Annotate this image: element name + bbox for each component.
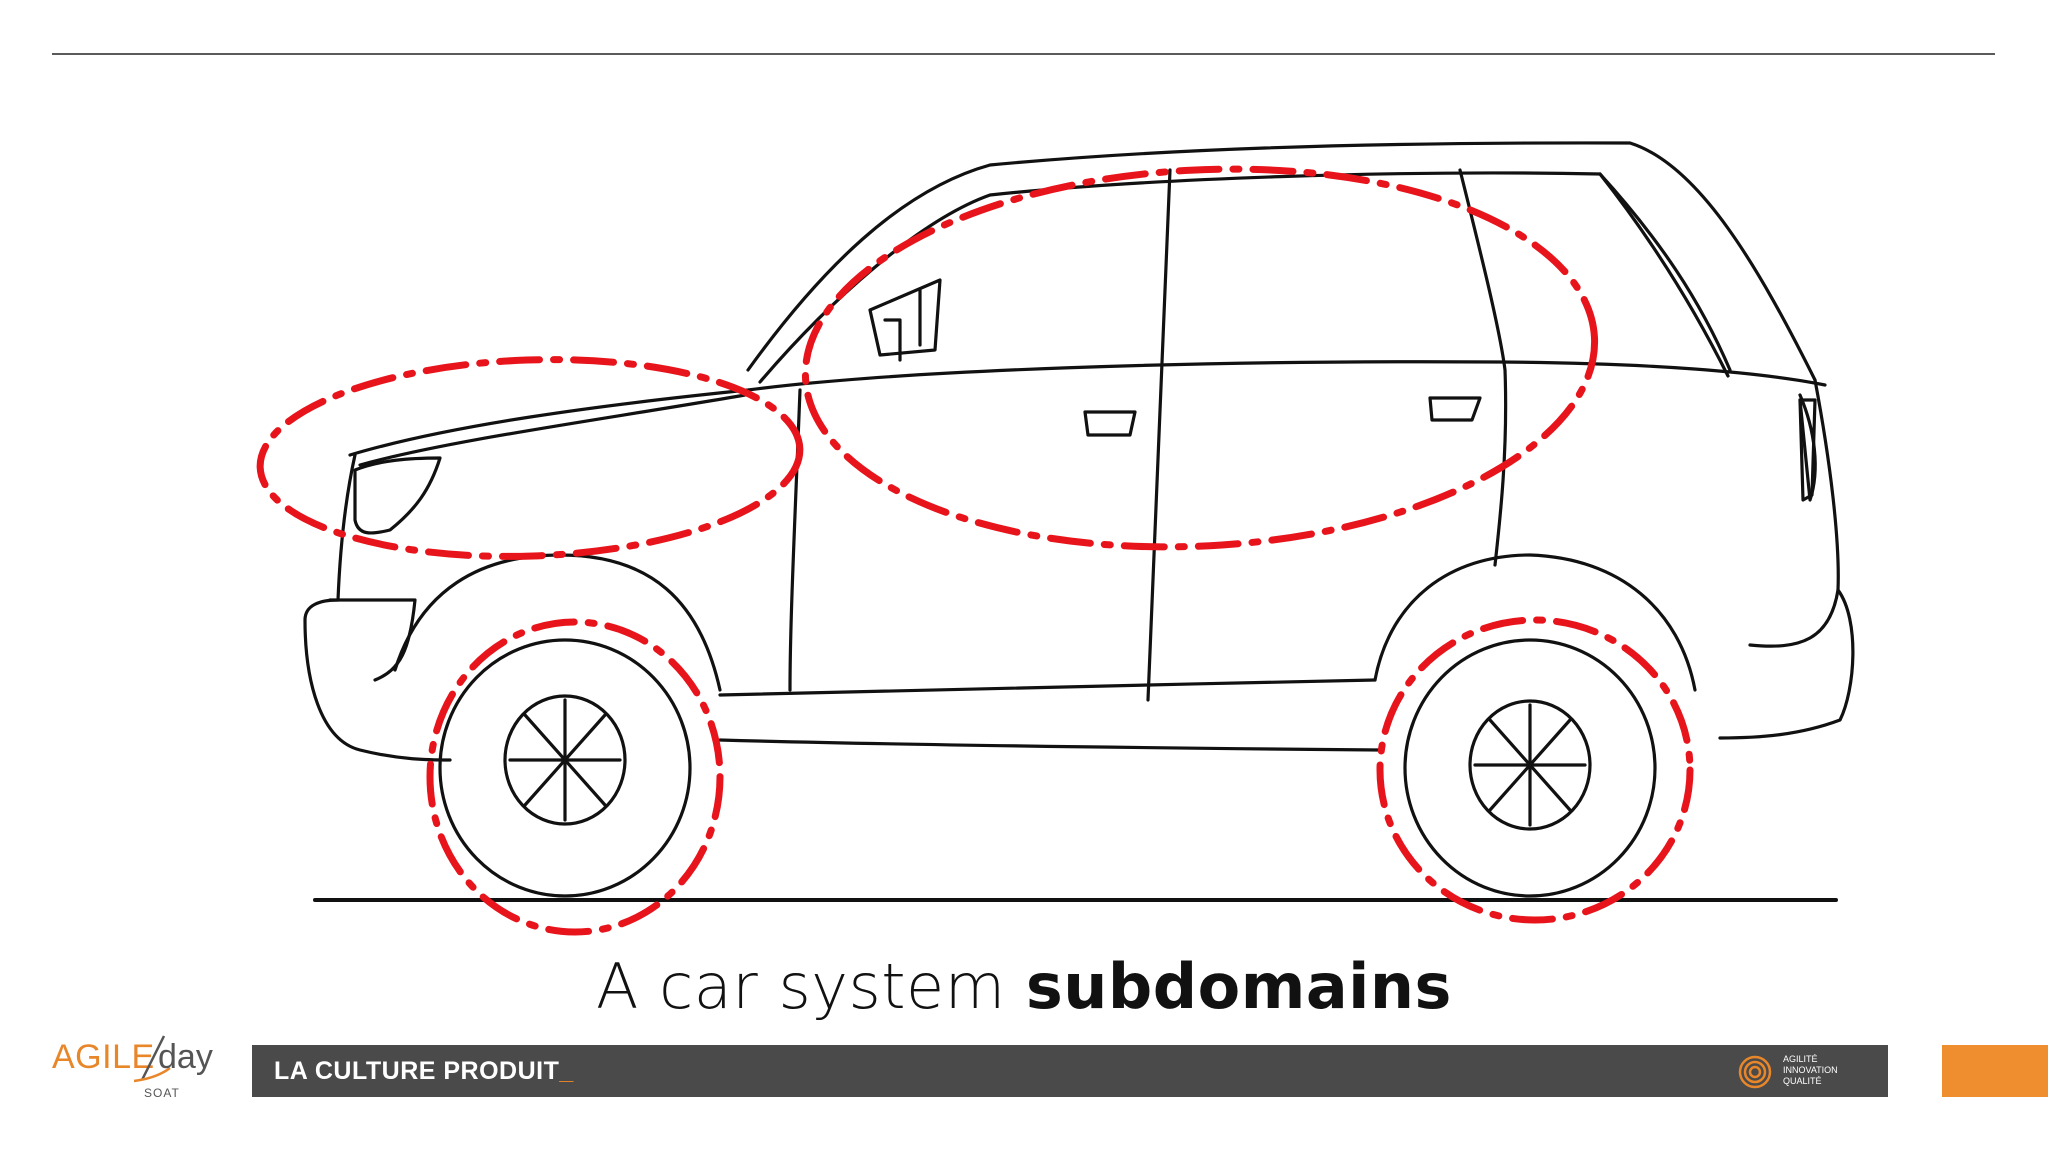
- quality-badge: AGILITÉ INNOVATION QUALITÉ: [1738, 1051, 1868, 1091]
- logo-agile-text: AGILE: [52, 1038, 155, 1076]
- accent-block: [1942, 1045, 2048, 1097]
- caption-normal: A car system: [596, 950, 1026, 1023]
- rear-wheel: [1403, 638, 1657, 898]
- agile-day-logo: AGILE day SOAT: [52, 1034, 232, 1100]
- logo-day-text: day: [158, 1038, 213, 1076]
- cabin-subdomain-outline: [801, 165, 1599, 551]
- front-wheel-subdomain-outline: [426, 618, 724, 936]
- badge-line: INNOVATION: [1783, 1065, 1838, 1075]
- logo-swoosh-icon: [134, 1035, 171, 1083]
- concentric-rings-icon: [1738, 1055, 1772, 1089]
- front-wheel: [438, 638, 692, 898]
- hood-line: [348, 360, 1827, 457]
- banner-cursor: _: [559, 1057, 574, 1085]
- banner-title: LA CULTURE PRODUIT_: [274, 1057, 574, 1086]
- roof-line: [746, 141, 1817, 382]
- slide-caption: A car system subdomains: [0, 950, 2048, 1023]
- hood-subdomain-outline: [256, 356, 804, 560]
- logo-soat-text: SOAT: [144, 1086, 180, 1100]
- rear-wheel-subdomain-outline: [1376, 616, 1694, 924]
- top-divider: [52, 53, 1995, 55]
- badge-line: AGILITÉ: [1783, 1054, 1818, 1064]
- badge-line: QUALITÉ: [1783, 1076, 1822, 1086]
- banner-title-text: LA CULTURE PRODUIT: [274, 1057, 560, 1085]
- badge-text: AGILITÉ INNOVATION QUALITÉ: [1783, 1054, 1863, 1087]
- footer-banner: LA CULTURE PRODUIT_ AGILITÉ INNOVATION Q…: [252, 1045, 1888, 1097]
- caption-bold: subdomains: [1025, 950, 1452, 1023]
